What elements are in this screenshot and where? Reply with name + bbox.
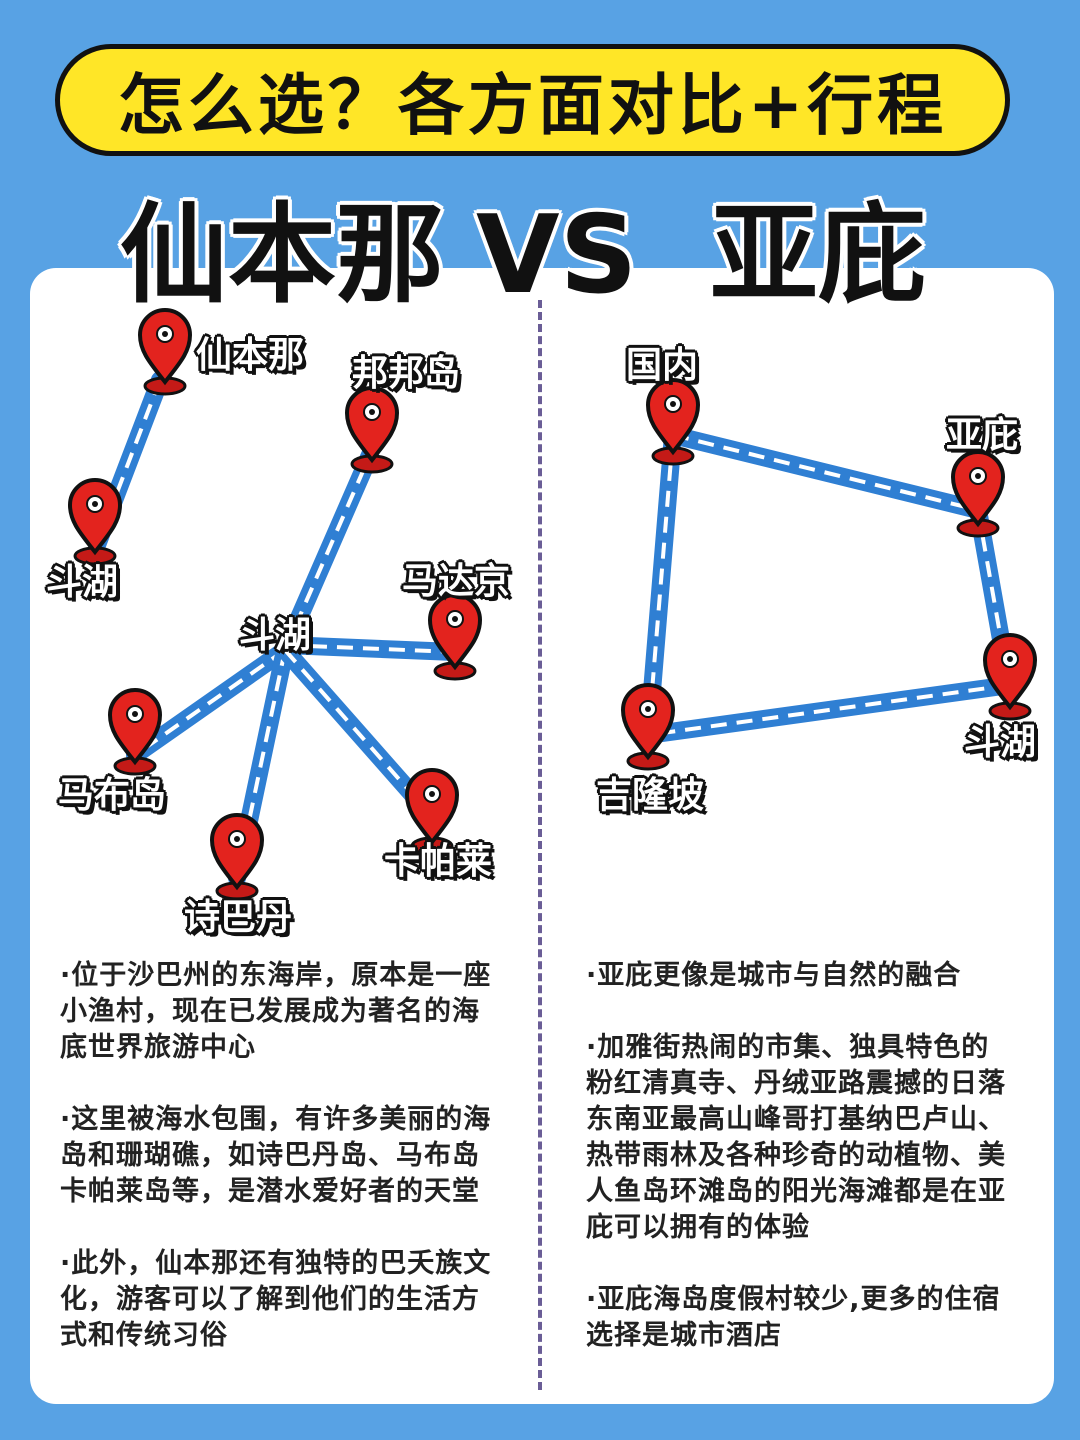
right-paragraph-3: ·亚庇海岛度假村较少,更多的住宿 选择是城市酒店 <box>586 1284 1001 1351</box>
map-pin-icon <box>428 593 482 681</box>
map-pin-icon <box>138 308 192 396</box>
route-douhu-jilongpo <box>639 676 1019 744</box>
right-paragraph-2: ·加雅街热闹的市集、独具特色的 粉红清真寺、丹绒亚路震撼的日落 东南亚最高山峰哥… <box>586 1032 1006 1243</box>
left-paragraph-2: ·这里被海水包围，有许多美丽的海 岛和珊瑚礁，如诗巴丹岛、马布岛 卡帕莱岛等，是… <box>60 1104 492 1207</box>
node-label-douhu: 斗湖 <box>963 722 1037 763</box>
map-pin-icon <box>983 633 1037 721</box>
node-label-douhu-hub: 斗湖 <box>238 615 312 656</box>
map-pin-icon <box>951 450 1005 538</box>
route-guonei-yabi <box>664 426 987 519</box>
node-label-douhu: 斗湖 <box>45 562 119 603</box>
center-divider <box>538 300 542 1390</box>
map-pin-icon <box>68 478 122 566</box>
node-label-mabu: 马布岛 <box>57 775 167 816</box>
heading-right: 亚庇 <box>710 193 927 318</box>
route-hub-mabu <box>126 641 294 764</box>
title-text: 怎么选？各方面对比+行程 <box>117 67 948 144</box>
node-label-bangbang: 邦邦岛 <box>351 353 461 394</box>
map-pin-icon <box>108 688 162 776</box>
map-pin-icon <box>210 813 264 901</box>
route-hub-madajing <box>276 636 464 661</box>
node-label-yabi: 亚庇 <box>945 415 1019 456</box>
node-label-guonei: 国内 <box>625 345 699 386</box>
node-label-madajing: 马达京 <box>401 561 511 602</box>
node-label-shibadan: 诗巴丹 <box>183 897 293 938</box>
left-routes <box>88 371 464 887</box>
map-pin-icon <box>621 683 675 771</box>
left-paragraph-1: ·位于沙巴州的东海岸，原本是一座 小渔村，现在已发展成为著名的海 底世界旅游中心 <box>60 960 492 1063</box>
heading-vs: VS <box>476 193 638 318</box>
left-paragraph-3: ·此外，仙本那还有独特的巴夭族文 化，游客可以了解到他们的生活方 式和传统习俗 <box>60 1248 492 1351</box>
route-hub-kapalai <box>276 641 437 821</box>
map-pin-icon <box>345 386 399 474</box>
heading-left: 仙本那 <box>120 193 445 318</box>
title-banner: 怎么选？各方面对比+行程 <box>55 44 1010 156</box>
node-label-kapalai: 卡帕莱 <box>383 841 493 882</box>
node-label-jilongpo: 吉隆坡 <box>595 775 705 816</box>
node-label-xianbenna: 仙本那 <box>195 335 305 376</box>
content-card <box>30 268 1054 1404</box>
right-paragraph-1: ·亚庇更像是城市与自然的融合 <box>586 960 962 991</box>
map-pin-icon <box>646 378 700 466</box>
route-hub-bangbang <box>276 446 379 659</box>
